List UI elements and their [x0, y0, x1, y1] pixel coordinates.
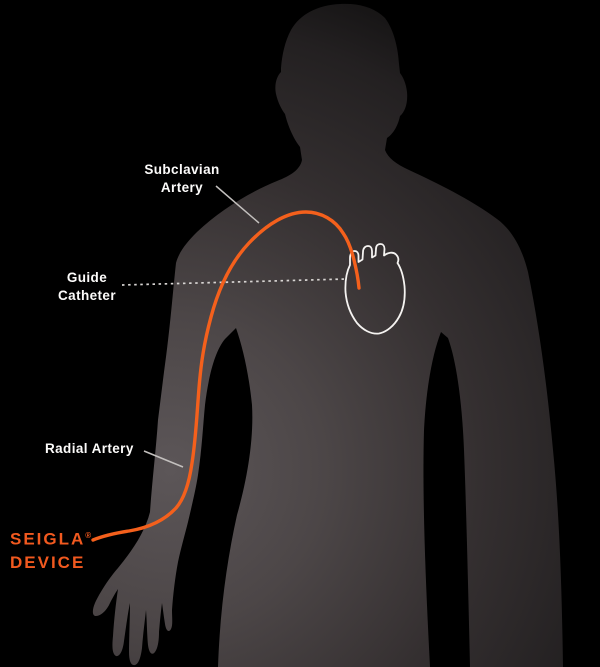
heart-outline-icon — [344, 243, 406, 335]
seigla-device-label-line1: SEIGLA® — [10, 524, 91, 551]
subclavian-artery-label-line1: Subclavian — [144, 162, 220, 177]
guide-catheter-label-line2: Catheter — [58, 288, 116, 303]
guide-catheter-label: Guide Catheter — [37, 269, 137, 305]
right-armpit-gap — [423, 332, 470, 667]
catheter-line — [91, 210, 361, 542]
seigla-device-label-line2: DEVICE — [10, 552, 86, 572]
guide-catheter-label-line1: Guide — [66, 270, 108, 285]
subclavian-artery-label-line2: Artery — [160, 180, 204, 195]
seigla-device-label: SEIGLA® DEVICE — [10, 524, 91, 574]
radial-artery-leader-line — [143, 450, 184, 468]
body-silhouette — [92, 3, 563, 667]
guide-catheter-dotted-line — [121, 278, 347, 286]
registered-mark: ® — [85, 531, 92, 540]
radial-artery-label: Radial Artery — [45, 441, 134, 456]
subclavian-leader-line — [215, 185, 260, 224]
subclavian-artery-label: Subclavian Artery — [122, 161, 242, 197]
seigla-brand-text: SEIGLA — [10, 529, 86, 549]
